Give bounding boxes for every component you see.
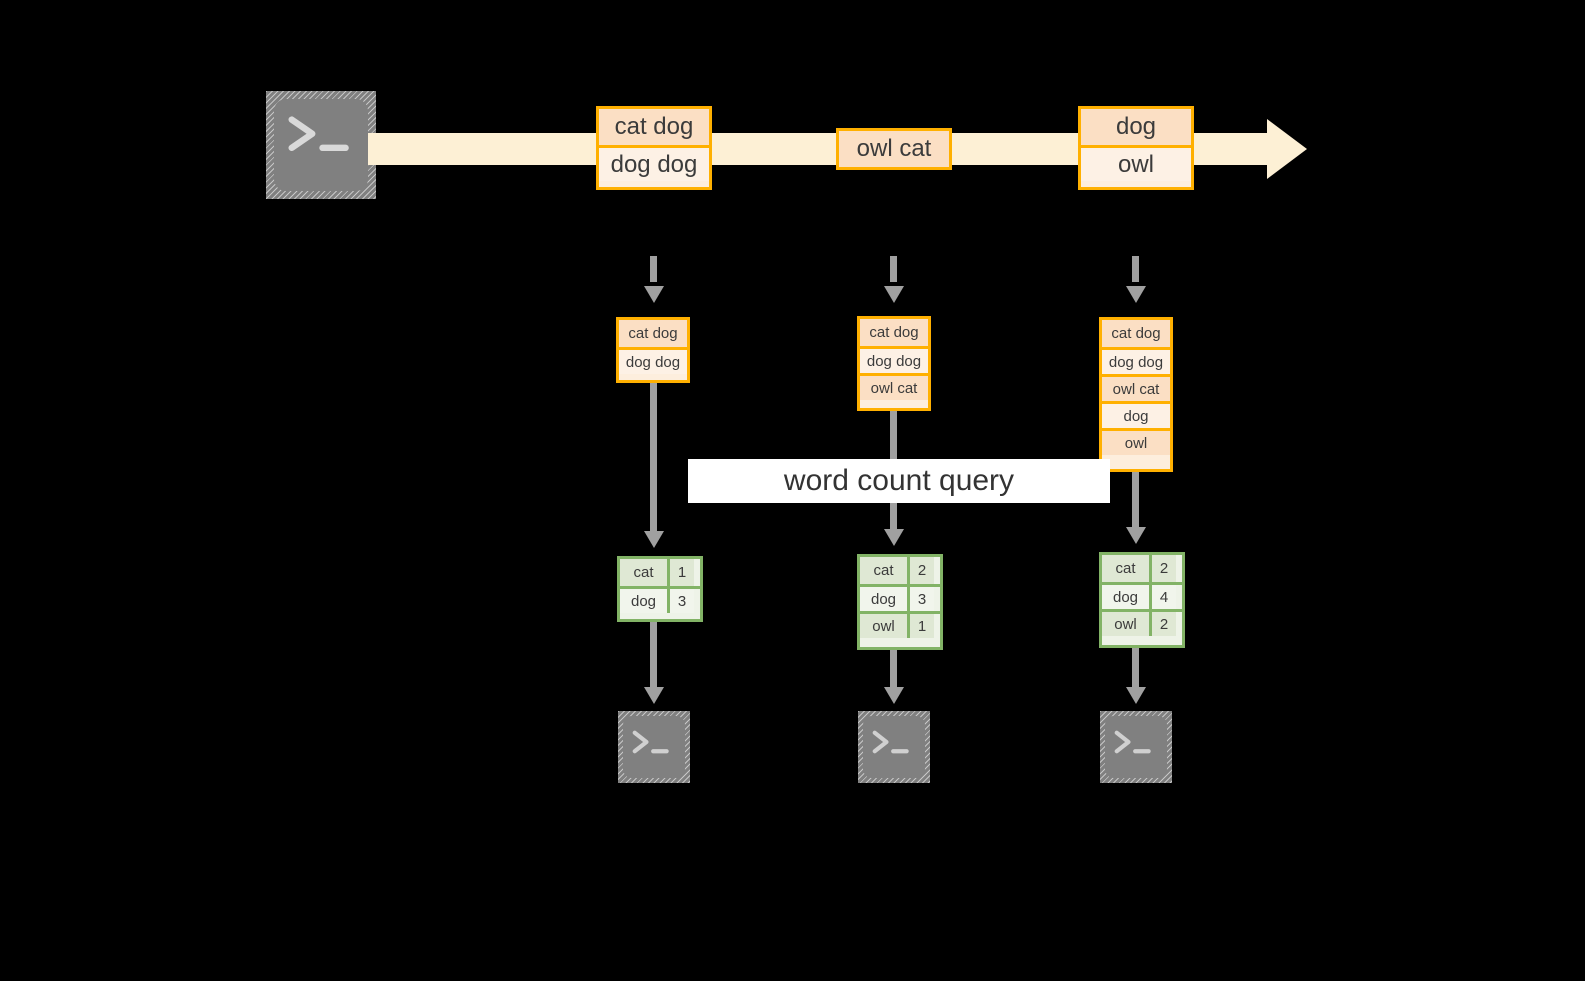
- snapshot-1-query-arrowhead: [644, 531, 664, 548]
- query-label: word count query: [688, 459, 1110, 503]
- table-cell-word: dog: [860, 587, 907, 611]
- table-cell-word: cat: [1102, 555, 1149, 582]
- snapshot-3-sink-terminal-icon: [1100, 711, 1172, 783]
- stream-to-snapshot-arrowhead: [1126, 286, 1146, 303]
- table-cell-word: cat: [620, 559, 667, 586]
- snapshot-2-sink-arrow: [890, 650, 897, 687]
- snapshot-3-result-table: cat 2 dog 4 owl 2: [1099, 552, 1185, 648]
- stream-to-snapshot-arrowhead: [644, 286, 664, 303]
- snapshot-2-query-arrowhead: [884, 529, 904, 546]
- stream-to-snapshot-arrowhead: [884, 286, 904, 303]
- stream-event-3: dog owl: [1078, 106, 1194, 190]
- snapshot-2-result-table: cat 2 dog 3 owl 1: [857, 554, 943, 650]
- table-cell-count: 2: [1149, 555, 1176, 582]
- snapshot-1-input: cat dog dog dog: [616, 317, 690, 383]
- snapshot-input-line: owl: [1102, 428, 1170, 455]
- stream-to-snapshot-arrow: [1132, 256, 1139, 282]
- snapshot-3-query-arrow: [1132, 472, 1139, 527]
- table-row: cat 2: [1102, 555, 1182, 582]
- stream-to-snapshot-arrow: [650, 256, 657, 282]
- table-cell-count: 2: [1149, 612, 1176, 636]
- table-row: cat 2: [860, 557, 940, 584]
- stream-event-line: cat dog: [599, 109, 709, 145]
- table-row: owl 1: [860, 611, 940, 638]
- table-cell-count: 1: [907, 614, 934, 638]
- stream-event-1: cat dog dog dog: [596, 106, 712, 190]
- table-row: dog 3: [620, 586, 700, 613]
- snapshot-input-line: dog dog: [860, 346, 928, 373]
- snapshot-3-sink-arrow: [1132, 648, 1139, 687]
- terminal-body: [274, 99, 368, 191]
- snapshot-3-input: cat dog dog dog owl cat dog owl: [1099, 317, 1173, 472]
- table-cell-word: dog: [1102, 585, 1149, 609]
- stream-event-line: dog: [1081, 109, 1191, 145]
- table-cell-count: 3: [907, 587, 934, 611]
- table-cell-count: 4: [1149, 585, 1176, 609]
- terminal-body: [623, 716, 685, 778]
- table-cell-count: 2: [907, 557, 934, 584]
- table-cell-word: owl: [860, 614, 907, 638]
- snapshot-input-line: dog dog: [1102, 347, 1170, 374]
- snapshot-3-sink-arrowhead: [1126, 687, 1146, 704]
- snapshot-input-line: owl cat: [1102, 374, 1170, 401]
- table-row: dog 3: [860, 584, 940, 611]
- snapshot-input-line: cat dog: [619, 320, 687, 347]
- prompt-glyph: [628, 724, 678, 760]
- stream-event-line: dog dog: [599, 145, 709, 181]
- stream-to-snapshot-arrow: [890, 256, 897, 282]
- snapshot-1-sink-arrow: [650, 622, 657, 687]
- snapshot-3-query-arrowhead: [1126, 527, 1146, 544]
- table-row: dog 4: [1102, 582, 1182, 609]
- stream-event-line: owl cat: [839, 131, 949, 167]
- snapshot-2-input: cat dog dog dog owl cat: [857, 316, 931, 411]
- snapshot-1-sink-arrowhead: [644, 687, 664, 704]
- table-row: owl 2: [1102, 609, 1182, 636]
- snapshot-input-line: dog dog: [619, 347, 687, 374]
- snapshot-2-sink-terminal-icon: [858, 711, 930, 783]
- snapshot-input-line: owl cat: [860, 373, 928, 400]
- prompt-glyph: [1110, 724, 1160, 760]
- snapshot-1-query-arrow: [650, 383, 657, 531]
- table-cell-count: 3: [667, 589, 694, 613]
- table-cell-word: dog: [620, 589, 667, 613]
- source-terminal-icon: [266, 91, 376, 199]
- terminal-body: [1105, 716, 1167, 778]
- prompt-glyph: [868, 724, 918, 760]
- stream-event-line: owl: [1081, 145, 1191, 181]
- table-cell-word: cat: [860, 557, 907, 584]
- snapshot-1-result-table: cat 1 dog 3: [617, 556, 703, 622]
- stream-event-2: owl cat: [836, 128, 952, 170]
- table-row: cat 1: [620, 559, 700, 586]
- snapshot-2-sink-arrowhead: [884, 687, 904, 704]
- prompt-glyph: [284, 108, 361, 162]
- stream-arrow-head: [1267, 119, 1307, 179]
- snapshot-input-line: cat dog: [1102, 320, 1170, 347]
- snapshot-input-line: cat dog: [860, 319, 928, 346]
- table-cell-word: owl: [1102, 612, 1149, 636]
- table-cell-count: 1: [667, 559, 694, 586]
- terminal-body: [863, 716, 925, 778]
- snapshot-1-sink-terminal-icon: [618, 711, 690, 783]
- snapshot-input-line: dog: [1102, 401, 1170, 428]
